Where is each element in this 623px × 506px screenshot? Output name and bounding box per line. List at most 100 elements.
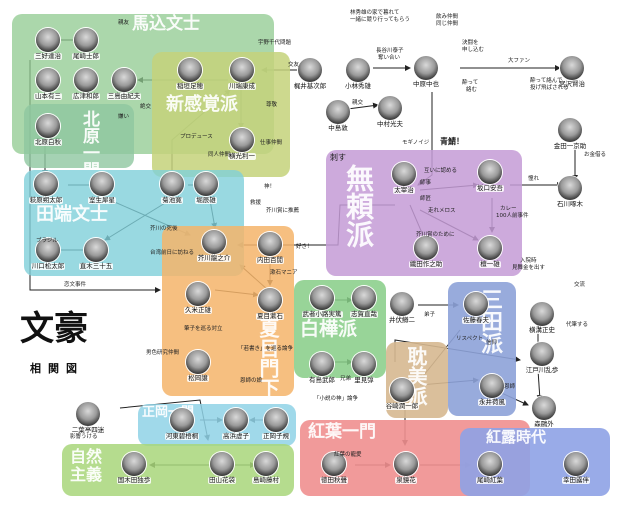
author-miyazawa[interactable]: 宮沢賢治 xyxy=(542,56,602,89)
portrait-icon xyxy=(298,58,322,82)
author-kajii[interactable]: 梶井基次郎 xyxy=(280,58,340,91)
author-kitahara[interactable]: 北原白秋 xyxy=(18,114,78,147)
author-kindaichi[interactable]: 金田一京助 xyxy=(540,118,600,151)
author-sato[interactable]: 佐藤春夫 xyxy=(446,292,506,325)
portrait-icon xyxy=(478,236,502,260)
portrait-icon xyxy=(480,374,504,398)
author-name: 幸田露伴 xyxy=(562,476,590,485)
author-nakahara[interactable]: 中原中也 xyxy=(396,56,456,89)
portrait-icon xyxy=(564,452,588,476)
portrait-icon xyxy=(230,128,254,152)
author-hori[interactable]: 堀辰雄 xyxy=(176,172,236,205)
author-hirotsu[interactable]: 広津和郎 xyxy=(56,68,116,101)
author-mori[interactable]: 森鷗外 xyxy=(514,396,574,429)
author-ozaki-kouyou[interactable]: 尾崎紅葉 xyxy=(460,452,520,485)
author-kikuchi[interactable]: 菊池寛 xyxy=(142,172,202,205)
author-shimazaki[interactable]: 島崎藤村 xyxy=(236,452,296,485)
author-takahama[interactable]: 高浜虚子 xyxy=(206,408,266,441)
author-uchida[interactable]: 内田百閒 xyxy=(240,232,300,265)
author-yokomizo[interactable]: 横溝正史 xyxy=(512,302,572,335)
portrait-icon xyxy=(258,232,282,256)
author-murou[interactable]: 室生犀星 xyxy=(72,172,132,205)
portrait-icon xyxy=(414,236,438,260)
portrait-icon xyxy=(326,100,350,124)
portrait-icon xyxy=(530,342,554,366)
group-label-umagome: 馬込文士 xyxy=(132,14,200,34)
author-inagaki[interactable]: 稲垣足穂 xyxy=(160,58,220,91)
author-oda[interactable]: 織田作之助 xyxy=(396,236,456,269)
note: 同人仲間 xyxy=(208,152,231,158)
group-label-shizen: 自然主義 xyxy=(70,447,103,484)
author-kawabata[interactable]: 川端康成 xyxy=(212,58,272,91)
author-mishima[interactable]: 三島由紀夫 xyxy=(94,68,154,101)
author-masaoka[interactable]: 正岡子規 xyxy=(246,408,306,441)
author-name: 梶井基次郎 xyxy=(292,82,328,91)
author-name: 織田作之助 xyxy=(408,260,444,269)
author-shiga[interactable]: 志賀直哉 xyxy=(334,286,394,319)
author-kouda[interactable]: 幸田露伴 xyxy=(546,452,606,485)
note: 神！ xyxy=(264,184,276,190)
author-akutagawa[interactable]: 芥川龍之介 xyxy=(184,230,244,263)
author-mushanokoji[interactable]: 武者小路実篤 xyxy=(292,286,352,319)
author-naoki[interactable]: 直木三十五 xyxy=(66,238,126,271)
note: 恩師 xyxy=(504,384,516,390)
author-name: 江戸川乱歩 xyxy=(524,366,560,375)
author-nagai[interactable]: 永井荷風 xyxy=(462,374,522,407)
note: 男色研究仲間 xyxy=(146,350,180,356)
note: 互いに認める xyxy=(424,168,458,174)
portrait-icon xyxy=(560,56,584,80)
note: 奪い合い xyxy=(378,55,401,61)
author-arishima[interactable]: 有島武郎 xyxy=(292,352,352,385)
author-sakaguchi[interactable]: 坂口安吾 xyxy=(460,160,520,193)
author-matsuoka[interactable]: 松岡譲 xyxy=(168,350,228,383)
author-miyoshi[interactable]: 三好達治 xyxy=(18,28,78,61)
author-izumi[interactable]: 泉鏡花 xyxy=(376,452,436,485)
author-futabatei[interactable]: 二葉亭四迷 xyxy=(58,402,118,435)
portrait-icon xyxy=(122,452,146,476)
portrait-icon xyxy=(378,96,402,120)
author-name: 直木三十五 xyxy=(78,262,114,271)
author-kume[interactable]: 久米正雄 xyxy=(168,282,228,315)
author-yokomitsu[interactable]: 横光利一 xyxy=(212,128,272,161)
note: 仕事仲間 xyxy=(260,140,283,146)
note: リスペクト xyxy=(456,336,484,342)
author-kobayashi[interactable]: 小林秀雄 xyxy=(328,58,388,91)
portrait-icon xyxy=(478,160,502,184)
author-tanizaki[interactable]: 谷崎潤一郎 xyxy=(372,378,432,411)
author-edogawa[interactable]: 江戸川乱歩 xyxy=(512,342,572,375)
note: 飲み仲間 xyxy=(436,14,459,20)
portrait-icon xyxy=(112,68,136,92)
author-kawaguchi[interactable]: 川口松太郎 xyxy=(18,238,78,271)
author-dazai[interactable]: 太宰治 xyxy=(374,162,434,195)
note: 芥川賞のために xyxy=(416,232,455,238)
author-kawahigashi[interactable]: 河東碧梧桐 xyxy=(152,408,212,441)
note: 影響うける xyxy=(70,434,98,440)
note: ブラジル xyxy=(36,238,58,244)
author-ozaki-shiro[interactable]: 尾崎士郎 xyxy=(56,28,116,61)
author-natsume[interactable]: 夏目漱石 xyxy=(240,288,300,321)
group-label-shirakaba: 白樺派 xyxy=(300,318,358,340)
author-yamamoto[interactable]: 山本有三 xyxy=(18,68,78,101)
note: 決闘を xyxy=(462,40,479,46)
note: 100人前事件 xyxy=(496,213,529,219)
portrait-icon xyxy=(230,58,254,82)
author-kunikida[interactable]: 国木田独歩 xyxy=(104,452,164,485)
note: カレー xyxy=(500,206,517,212)
author-name: 檀一雄 xyxy=(479,260,501,269)
author-nakajima[interactable]: 中島敦 xyxy=(308,100,368,133)
author-nakamura[interactable]: 中村光夫 xyxy=(360,96,420,129)
author-hagiwara[interactable]: 萩原朔太郎 xyxy=(16,172,76,205)
author-ishikawa[interactable]: 石川啄木 xyxy=(540,176,600,209)
author-name: 坂口安吾 xyxy=(476,184,504,193)
author-satomi[interactable]: 里見弴 xyxy=(334,352,394,385)
author-tokuda[interactable]: 徳田秋聲 xyxy=(304,452,364,485)
author-tayama[interactable]: 田山花袋 xyxy=(192,452,252,485)
author-dan[interactable]: 檀一雄 xyxy=(460,236,520,269)
portrait-icon xyxy=(414,56,438,80)
note: 弟子 xyxy=(424,312,436,318)
note: 親交 xyxy=(352,100,364,106)
note: 親友 xyxy=(118,20,130,26)
author-ibuse[interactable]: 井伏鱒二 xyxy=(372,292,432,325)
author-name: 室生犀星 xyxy=(88,196,116,205)
author-name: 二葉亭四迷 xyxy=(70,426,106,435)
